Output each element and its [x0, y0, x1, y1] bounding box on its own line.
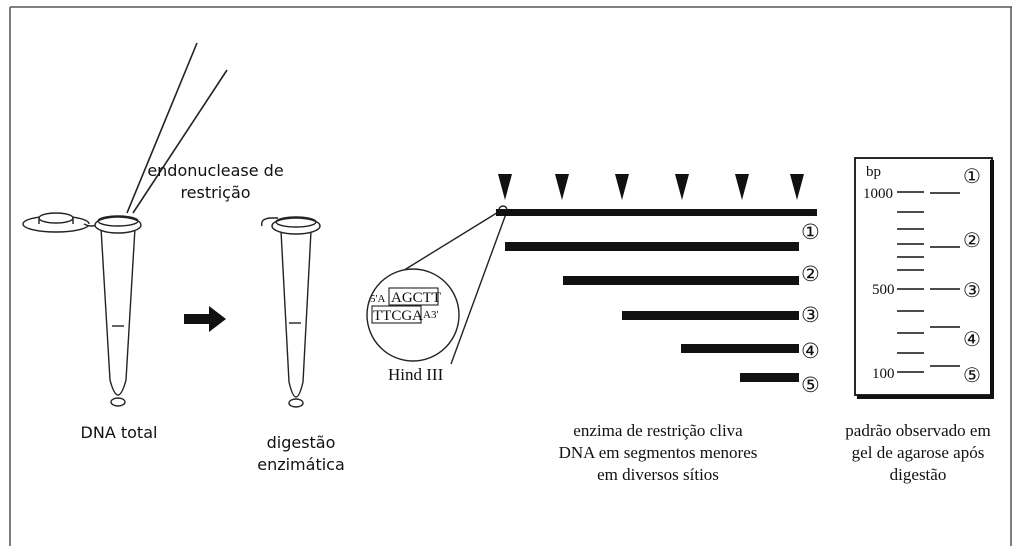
- fragment-1: [505, 242, 799, 251]
- three-prime-label: A3': [423, 309, 438, 321]
- recognition-sequence: 5'A AGCTT TTCGA A3' Hind III: [370, 290, 444, 384]
- fragment-4: [681, 344, 799, 353]
- bottom-strand-sequence: TTCGA: [373, 308, 423, 324]
- dna-total-text: DNA total: [80, 423, 158, 442]
- digestion-label-line2: enzimática: [257, 455, 345, 474]
- top-strand-sequence: AGCTT: [391, 290, 441, 306]
- dna-total-label: DNA total: [58, 422, 180, 444]
- fragment-number-4: ④: [801, 339, 820, 363]
- pipette-icon: [126, 42, 228, 214]
- outer-frame: [9, 6, 1012, 546]
- ladder-500-label: 500: [872, 282, 895, 298]
- gel-lane-number-5: ⑤: [963, 365, 981, 387]
- gel-lane-number-4: ④: [963, 329, 981, 351]
- gel-caption: padrão observado em gel de agarose após …: [822, 420, 1014, 486]
- enzyme-caption-line2: DNA em segmentos menores: [558, 443, 758, 462]
- fragment-numbers: ① ② ③ ④ ⑤: [801, 220, 820, 397]
- cut-site-marker: [615, 174, 629, 200]
- dna-strand: [496, 209, 817, 216]
- gel-labels: bp 1000 500 100 ① ② ③ ④ ⑤: [863, 164, 981, 387]
- fragment-number-1: ①: [801, 220, 820, 244]
- fragments: [505, 242, 799, 382]
- fragment-number-3: ③: [801, 303, 820, 327]
- cut-site-marker: [675, 174, 689, 200]
- ladder-1000-label: 1000: [863, 186, 893, 202]
- recognition-sequence-boxes: [371, 287, 439, 324]
- agarose-gel: [854, 157, 994, 399]
- endonuclease-label: endonuclease de restrição: [138, 160, 293, 204]
- enzyme-caption-line1: enzima de restrição cliva: [573, 421, 743, 440]
- gel-lane-number-2: ②: [963, 230, 981, 252]
- fragment-number-5: ⑤: [801, 373, 820, 397]
- cut-site-marker: [735, 174, 749, 200]
- arrow-right-icon: [184, 306, 226, 332]
- cut-sites: [498, 174, 804, 200]
- endonuclease-label-line1: endonuclease de: [147, 161, 284, 180]
- gel-caption-line2: gel de agarose após: [851, 443, 985, 462]
- ladder-bands: [897, 191, 924, 373]
- gel-unit-label: bp: [866, 164, 881, 180]
- hindiii-recognition-magnifier: [366, 205, 508, 365]
- fragment-3: [622, 311, 799, 320]
- digestion-label-line1: digestão: [266, 433, 336, 452]
- fragment-5: [740, 373, 799, 382]
- endonuclease-label-line2: restrição: [180, 183, 251, 202]
- enzyme-name-label: Hind III: [388, 365, 444, 384]
- five-prime-label: 5'A: [370, 293, 385, 305]
- cut-site-marker: [790, 174, 804, 200]
- tube-digestion-icon: [260, 216, 321, 408]
- gel-lane-number-3: ③: [963, 280, 981, 302]
- fragment-2: [563, 276, 799, 285]
- gel-lane-number-1: ①: [963, 166, 981, 188]
- cut-site-marker: [555, 174, 569, 200]
- enzyme-caption-line3: em diversos sítios: [597, 465, 719, 484]
- ladder-100-label: 100: [872, 366, 895, 382]
- enzyme-caption: enzima de restrição cliva DNA em segment…: [528, 420, 788, 486]
- cut-site-marker: [498, 174, 512, 200]
- fragment-number-2: ②: [801, 262, 820, 286]
- gel-caption-line3: digestão: [889, 465, 947, 484]
- sample-bands: [930, 192, 960, 367]
- digestion-label: digestão enzimática: [243, 432, 359, 476]
- gel-caption-line1: padrão observado em: [845, 421, 991, 440]
- tube-dna-total-icon: [22, 212, 142, 407]
